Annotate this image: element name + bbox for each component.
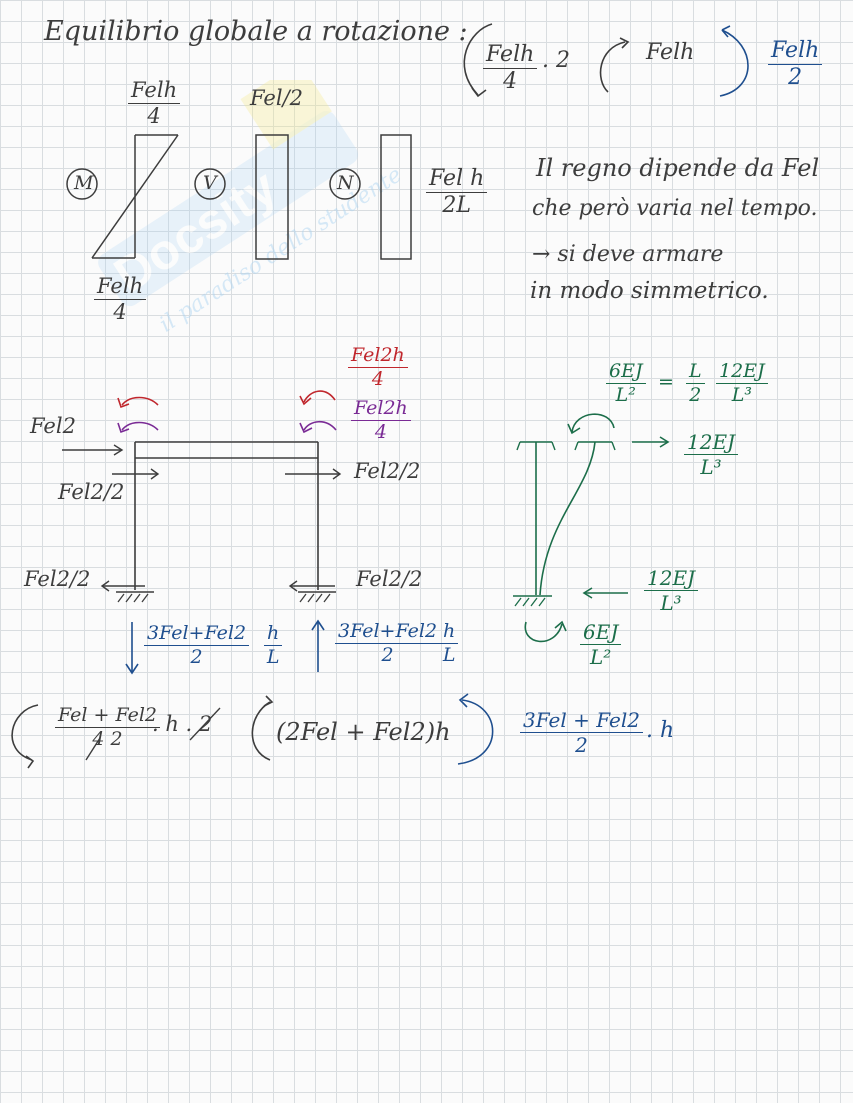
- column-top-c-num: 12EJ: [716, 362, 768, 384]
- reaction-left-h: h: [264, 624, 283, 646]
- column-top-b: L 2: [686, 362, 705, 405]
- n-num: Fel h: [426, 168, 488, 193]
- column-top-a: 6EJ L²: [606, 362, 646, 405]
- n-fraction: Fel h 2L: [426, 168, 488, 218]
- column-bottom-moment-den: L²: [590, 645, 612, 669]
- reaction-left-fraction: 3Fel+Fel2 2: [144, 624, 250, 668]
- column-top-a-den: L²: [615, 384, 636, 406]
- reaction-right-den: 2: [381, 644, 394, 666]
- top-right-fraction: Felh 2: [768, 40, 823, 90]
- m-top-fraction: Felh 4: [128, 80, 181, 128]
- top-right-den: 2: [788, 65, 803, 90]
- top-right-num: Felh: [768, 40, 823, 65]
- top-left-num: Felh: [483, 44, 538, 69]
- column-right-den: L³: [700, 455, 722, 479]
- column-bottom-force-num: 12EJ: [644, 568, 699, 591]
- reaction-left-den: 2: [190, 646, 203, 668]
- v-diagram-label: V: [203, 172, 217, 194]
- frame-force-left-half: Fel2/2: [58, 480, 125, 504]
- column-bottom-moment-num: 6EJ: [580, 622, 622, 645]
- reaction-right-num: 3Fel+Fel2: [335, 622, 441, 644]
- m-top-den: 4: [147, 104, 161, 128]
- column-bottom-force-den: L³: [660, 591, 682, 615]
- frame-red-moment: Fel2h 4: [348, 346, 408, 389]
- frame-red-num: Fel2h: [348, 346, 408, 368]
- bottom-left-fraction: Fel + Fel2 4 2: [55, 706, 161, 750]
- note-line-1: Il regno dipende da Fel: [536, 154, 820, 182]
- page-title: Equilibrio globale a rotazione :: [44, 16, 468, 47]
- frame-force-left: Fel2: [30, 414, 76, 438]
- m-top-num: Felh: [128, 80, 181, 104]
- m-bottom-fraction: Felh 4: [94, 276, 147, 324]
- top-left-times: . 2: [542, 48, 570, 73]
- column-top-eq: =: [658, 371, 674, 393]
- reaction-right-h: h: [440, 622, 459, 644]
- top-left-den: 4: [503, 69, 518, 94]
- column-top-a-num: 6EJ: [606, 362, 646, 384]
- frame-purple-moment: Fel2h 4: [351, 399, 411, 442]
- note-line-3: → si deve armare: [532, 242, 724, 267]
- reaction-left-hl: h L: [264, 624, 283, 668]
- column-top-b-den: 2: [689, 384, 702, 406]
- bottom-left-num: Fel + Fel2: [55, 706, 161, 728]
- n-diagram-label: N: [337, 172, 354, 194]
- column-right-num: 12EJ: [684, 432, 739, 455]
- bottom-right-fraction: 3Fel + Fel2 2: [520, 710, 643, 755]
- frame-red-den: 4: [371, 368, 384, 390]
- v-top-value: Fel/2: [250, 86, 304, 110]
- frame-purple-den: 4: [374, 421, 387, 443]
- frame-force-right-half: Fel2/2: [354, 459, 421, 483]
- m-bottom-den: 4: [113, 300, 127, 324]
- column-top-c-den: L³: [731, 384, 752, 406]
- top-left-fraction: Felh 4: [483, 44, 538, 94]
- frame-support-left: Fel2/2: [24, 567, 91, 591]
- reaction-right-fraction: 3Fel+Fel2 2: [335, 622, 441, 666]
- bottom-right-num: 3Fel + Fel2: [520, 710, 643, 733]
- m-diagram-label: M: [74, 172, 94, 194]
- bottom-mid-term: (2Fel + Fel2)h: [276, 718, 451, 746]
- bottom-right-den: 2: [575, 733, 588, 757]
- frame-support-right: Fel2/2: [356, 567, 423, 591]
- reaction-right-l: L: [442, 644, 456, 666]
- column-right-force: 12EJ L³: [684, 432, 739, 479]
- reaction-left-num: 3Fel+Fel2: [144, 624, 250, 646]
- bottom-left-tail: . h . 2: [152, 712, 213, 736]
- reaction-left-l: L: [266, 646, 280, 668]
- m-bottom-num: Felh: [94, 276, 147, 300]
- note-line-4: in modo simmetrico.: [530, 278, 769, 304]
- top-mid-term: Felh: [646, 40, 695, 65]
- n-den: 2L: [442, 193, 471, 218]
- note-line-2: che però varia nel tempo.: [532, 196, 818, 221]
- column-top-c: 12EJ L³: [716, 362, 768, 405]
- column-bottom-force: 12EJ L³: [644, 568, 699, 615]
- reaction-right-hl: h L: [440, 622, 459, 666]
- column-top-b-num: L: [686, 362, 705, 384]
- frame-purple-num: Fel2h: [351, 399, 411, 421]
- bottom-left-den: 4 2: [92, 728, 123, 750]
- column-bottom-moment: 6EJ L²: [580, 622, 622, 669]
- bottom-right-tail: . h: [646, 718, 675, 743]
